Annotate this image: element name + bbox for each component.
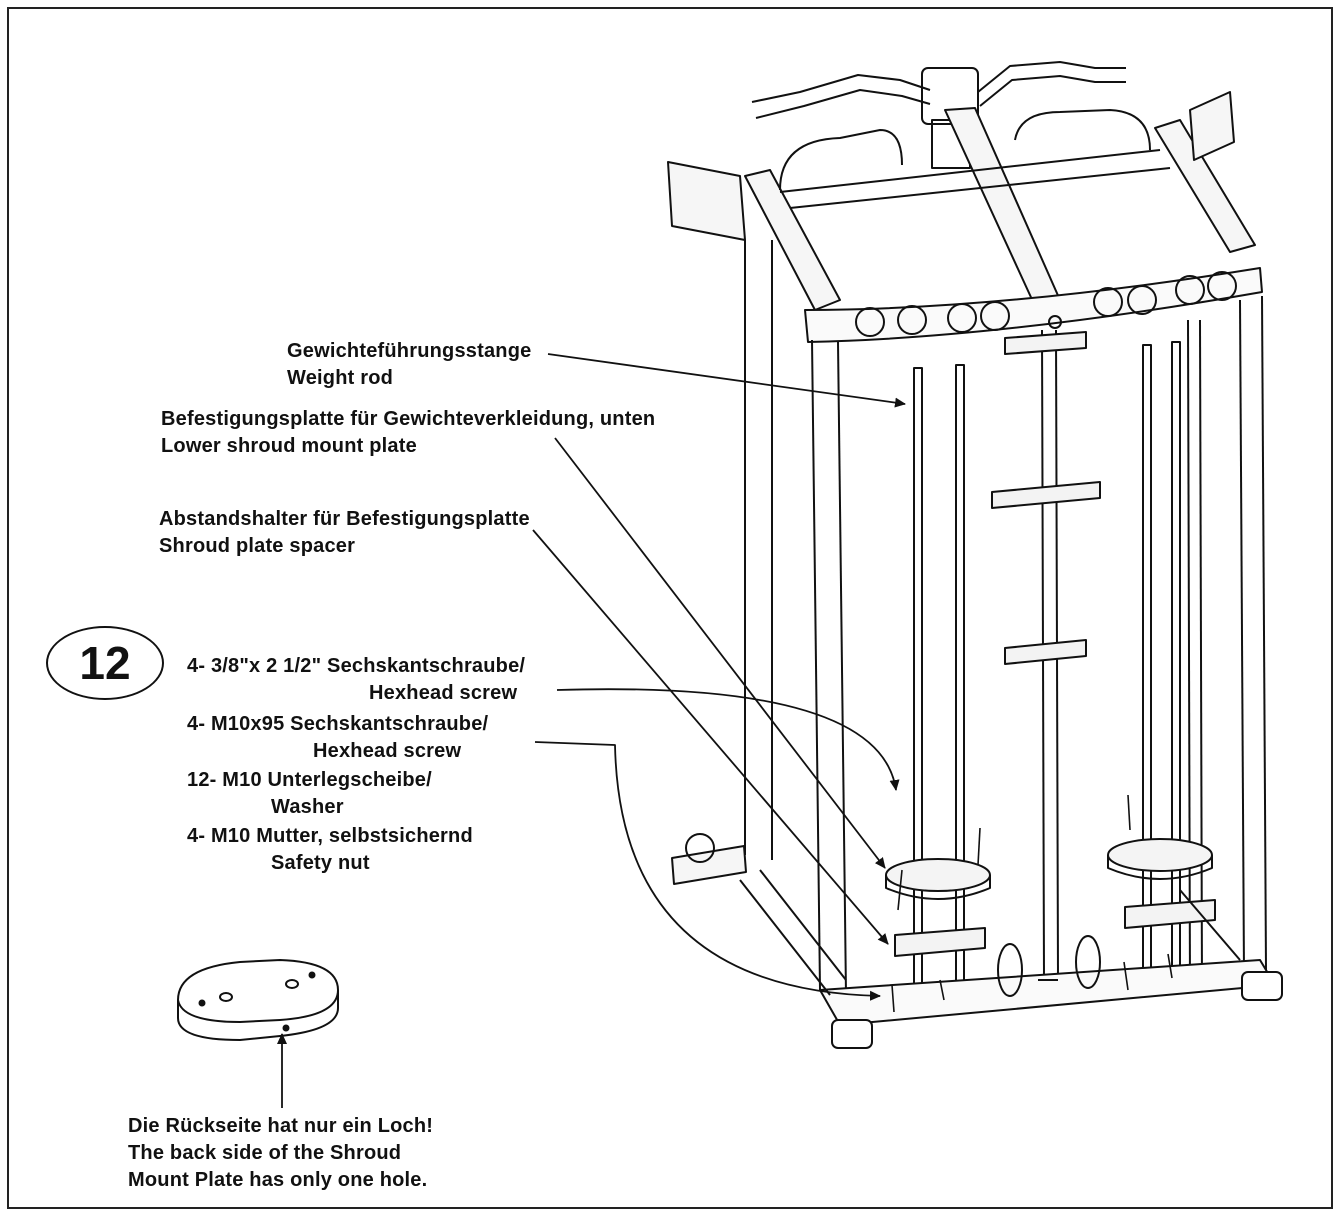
leader-lines (277, 353, 906, 1108)
weight-rod-label: Gewichteführungsstange Weight rod (287, 338, 531, 392)
step-number-badge: 12 (46, 626, 164, 700)
lower-shroud-plate-label: Befestigungsplatte für Gewichteverkleidu… (161, 406, 655, 460)
shroud-spacer-label-en: Shroud plate spacer (159, 535, 356, 557)
hardware-item-2-line2: Hexhead screw (313, 740, 462, 762)
page-frame (7, 7, 1333, 1209)
lower-shroud-plate-label-en: Lower shroud mount plate (161, 435, 417, 457)
base-frame (671, 833, 1283, 1049)
back-side-note-line2: The back side of the Shroud (128, 1142, 402, 1164)
back-side-note-line3: Mount Plate has only one hole. (128, 1169, 428, 1191)
weight-rod-label-en: Weight rod (287, 367, 394, 389)
hardware-item-1-line1: 4- 3/8"x 2 1/2" Sechskantschraube/ (187, 655, 526, 677)
hardware-item-4: 4- M10 Mutter, selbstsichernd Safety nut (187, 823, 473, 877)
hardware-item-4-line2: Safety nut (271, 852, 370, 874)
top-pulleys (855, 271, 1237, 337)
shroud-spacer-label-de: Abstandshalter für Befestigungsplatte (159, 508, 530, 530)
hardware-item-2: 4- M10x95 Sechskantschraube/ Hexhead scr… (187, 711, 488, 765)
hardware-item-2-line1: 4- M10x95 Sechskantschraube/ (187, 713, 489, 735)
top-handle-bar (751, 61, 1126, 169)
hardware-item-3: 12- M10 Unterlegscheibe/ Washer (187, 767, 432, 821)
hardware-item-1: 4- 3/8"x 2 1/2" Sechskantschraube/ Hexhe… (187, 653, 525, 707)
floor-pulleys (997, 935, 1101, 997)
column-brackets (991, 331, 1101, 665)
hardware-item-3-line2: Washer (271, 796, 344, 818)
shroud-plates-installed (885, 838, 1216, 957)
hardware-item-4-line1: 4- M10 Mutter, selbstsichernd (187, 825, 473, 847)
shroud-spacer-label: Abstandshalter für Befestigungsplatte Sh… (159, 506, 530, 560)
hardware-item-1-line2: Hexhead screw (369, 682, 518, 704)
weight-rod-label-de: Gewichteführungsstange (287, 340, 532, 362)
back-side-note: Die Rückseite hat nur ein Loch! The back… (128, 1113, 433, 1194)
lower-shroud-plate-label-de: Befestigungsplatte für Gewichteverkleidu… (161, 408, 656, 430)
hardware-item-3-line1: 12- M10 Unterlegscheibe/ (187, 769, 432, 791)
back-side-note-line1: Die Rückseite hat nur ein Loch! (128, 1115, 434, 1137)
bolts (891, 794, 1173, 1013)
shroud-plate-detail (177, 959, 339, 1041)
